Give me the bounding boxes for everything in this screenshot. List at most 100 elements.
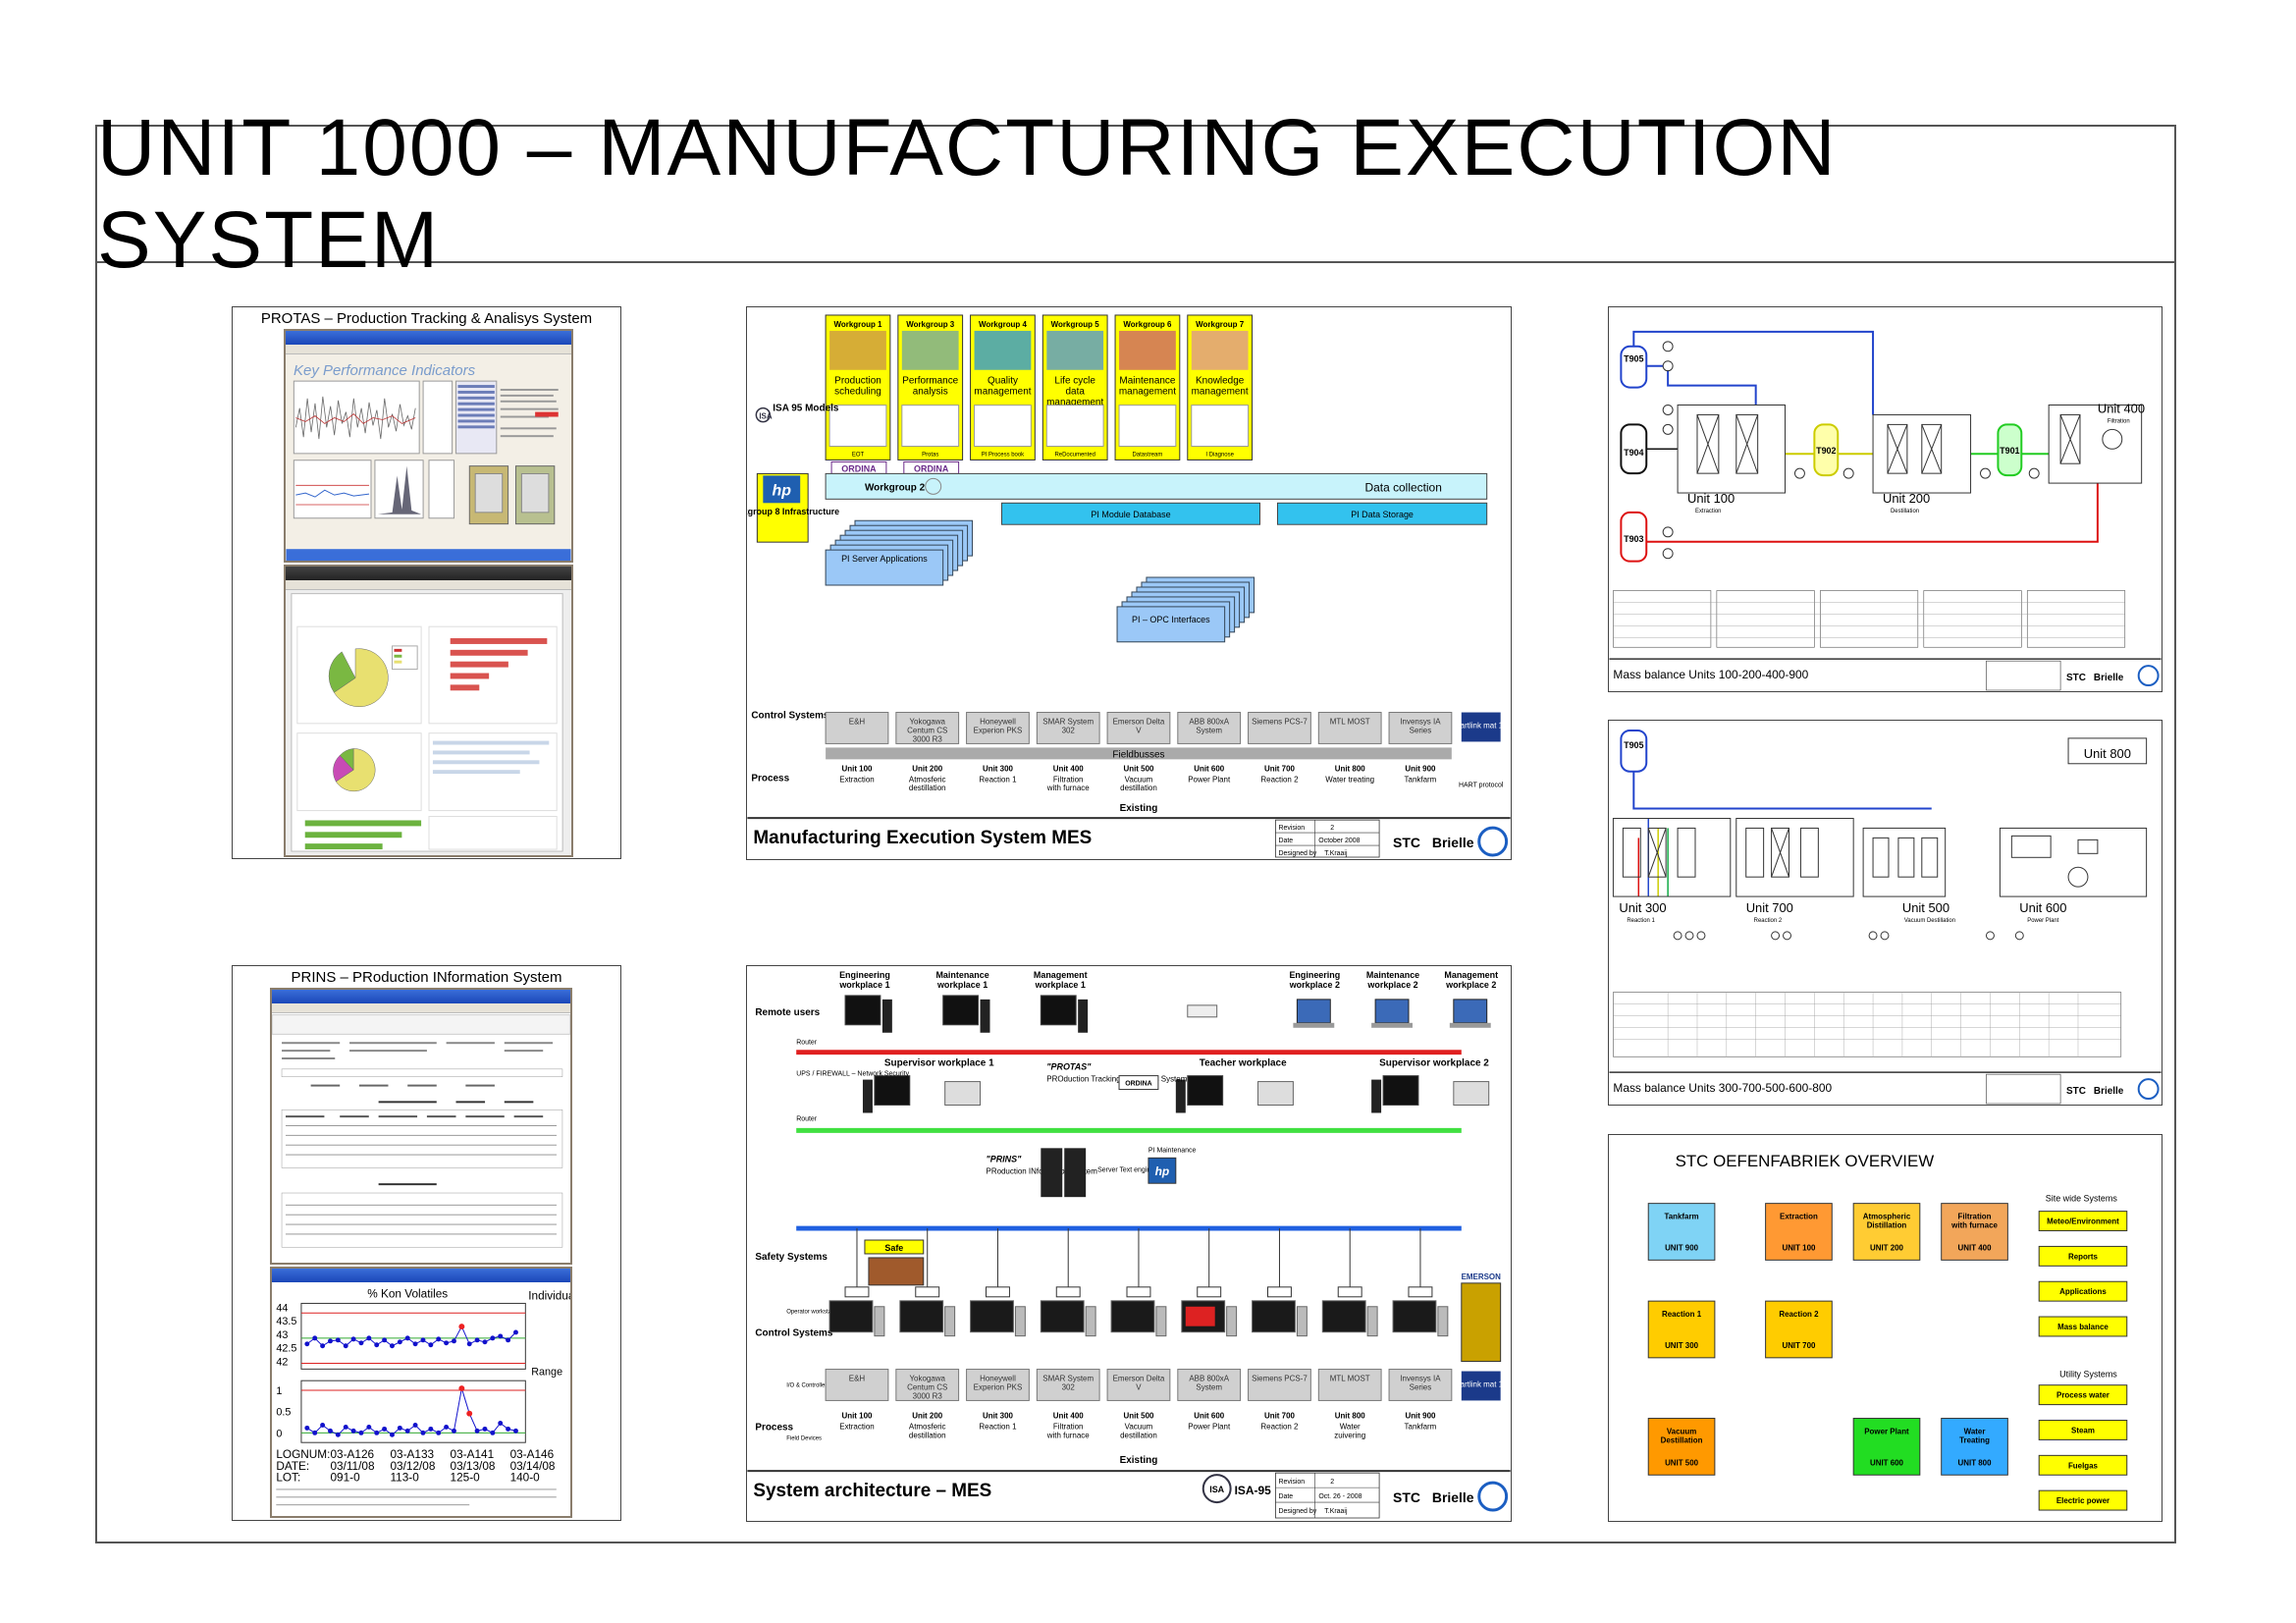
- mes-stc: STC: [1393, 835, 1420, 850]
- operator-monitor-icon: [1040, 1300, 1085, 1333]
- arch-stc: STC: [1393, 1489, 1420, 1505]
- prins-footer-value: 140-0: [510, 1471, 541, 1485]
- prins-y-label: 43: [276, 1329, 288, 1341]
- workgroup-sub: Datastream: [1133, 452, 1163, 458]
- pc-tower-icon: [1296, 1306, 1308, 1337]
- overview-unit-box: [1647, 1203, 1716, 1261]
- process-unit-desc: Reaction 2: [1260, 775, 1299, 784]
- title-bar: UNIT 1000 – MANUFACTURING EXECUTION SYST…: [97, 103, 2174, 285]
- control-system-box: [1388, 1369, 1453, 1401]
- mb2-brielle: Brielle: [2094, 1086, 2124, 1097]
- control-system-box: [1317, 712, 1382, 744]
- arch-isa95: ISA-95: [1235, 1484, 1272, 1497]
- isa-logo-icon: [1201, 1474, 1232, 1504]
- arch-io-label: I/O & Controllers: [786, 1382, 829, 1388]
- monitor-icon: [844, 995, 881, 1026]
- operator-monitor-icon: [899, 1300, 944, 1333]
- overview-unit-id: UNIT 400: [1958, 1243, 1993, 1252]
- workgroup-title: Workgroup 7: [1196, 320, 1245, 329]
- overview-side-items: Meteo/EnvironmentReportsApplicationsMass…: [2038, 1211, 2128, 1511]
- process-unit-desc: Power Plant: [1188, 1422, 1231, 1431]
- process-unit-name: Unit 400: [1053, 764, 1085, 773]
- process-unit-name: Unit 900: [1405, 1411, 1436, 1420]
- site-system-box[interactable]: [2038, 1211, 2128, 1232]
- process-unit-name: Unit 400: [1053, 1411, 1085, 1420]
- stc-logo-icon: [2137, 1078, 2160, 1101]
- meta-value: 2: [1330, 1479, 1334, 1486]
- utility-system-box[interactable]: [2038, 1384, 2128, 1406]
- control-system-box: [1248, 1369, 1311, 1401]
- utility-system-box[interactable]: [2038, 1489, 2128, 1511]
- control-system-label: E&H: [849, 1375, 866, 1383]
- printer-icon: [1453, 1081, 1490, 1106]
- process-unit-name: Unit 600: [1194, 764, 1225, 773]
- pc-tower-icon: [980, 999, 990, 1033]
- overview-title: STC OEFENFABRIEK OVERVIEW: [1676, 1152, 1935, 1170]
- arch-workstations: [862, 1075, 1490, 1113]
- workgroup-screenshot: [828, 405, 887, 447]
- arch-emerson: EMERSON: [1462, 1272, 1502, 1281]
- utility-system-label: Fuelgas: [2068, 1461, 2099, 1470]
- overview-unit-name: Extraction: [1780, 1213, 1818, 1221]
- mes-control-label: Control Systems: [751, 711, 829, 722]
- control-system-box: [1177, 712, 1242, 744]
- prins-caption: PRINS – PRoduction INformation System: [291, 969, 562, 986]
- mb1-stc: STC: [2066, 673, 2086, 683]
- opc-server-icon: [844, 1286, 870, 1298]
- site-system-box[interactable]: [2038, 1245, 2128, 1267]
- prins-y-label: 42.5: [276, 1343, 296, 1355]
- site-system-box[interactable]: [2038, 1280, 2128, 1302]
- meta-key: Revision: [1278, 825, 1305, 832]
- workgroup-screenshot: [1045, 405, 1104, 447]
- overview-unit-id: UNIT 600: [1870, 1458, 1904, 1467]
- workgroup-title: Workgroup 4: [979, 320, 1028, 329]
- protas-kpi-screenshot: Key Performance Indicators: [284, 329, 573, 563]
- arch-router-label: Router: [796, 1040, 818, 1047]
- process-unit-name: Unit 300: [983, 764, 1014, 773]
- operator-monitor-icon: [1321, 1300, 1366, 1333]
- control-system-box: [895, 1369, 960, 1401]
- pc-tower-icon: [1371, 1079, 1382, 1113]
- arch-existing: Existing: [1120, 1455, 1158, 1466]
- site-system-box[interactable]: [2038, 1316, 2128, 1337]
- pc-tower-icon: [1155, 1306, 1167, 1337]
- workgroup-sub: I Diagnose: [1205, 452, 1234, 458]
- process-unit-name: Unit 500: [1123, 1411, 1154, 1420]
- protas-panel: PROTAS – Production Tracking & Analisys …: [232, 306, 621, 859]
- pc-tower-icon: [874, 1306, 885, 1337]
- prins-y-label: 42: [276, 1356, 288, 1368]
- opc-server-icon: [1197, 1286, 1222, 1298]
- workgroup-screenshot: [1191, 405, 1250, 447]
- operator-monitor-icon: [1110, 1300, 1155, 1333]
- overview-unit-name: Reaction 1: [1662, 1310, 1702, 1319]
- utility-system-box[interactable]: [2038, 1420, 2128, 1440]
- arch-firewall: UPS / FIREWALL – Network Security: [796, 1071, 909, 1078]
- arch-control-label: Control Systems: [755, 1328, 833, 1339]
- laptop-icon: [1296, 999, 1331, 1024]
- process-unit-desc: Extraction: [839, 775, 874, 784]
- utility-system-box[interactable]: [2038, 1454, 2128, 1476]
- unit-name: Unit 500: [1902, 900, 1949, 915]
- poster-frame: UNIT 1000 – MANUFACTURING EXECUTION SYST…: [95, 103, 2176, 1543]
- arch-hartlink: Hartlink mat 16: [1455, 1380, 1508, 1388]
- mass-balance-2-diagram: T905 Unit 800 Unit 300 Reaction 1 Unit 7…: [1609, 729, 2162, 1105]
- overview-utility-label: Utility Systems: [2059, 1370, 2117, 1380]
- arch-brielle: Brielle: [1432, 1489, 1474, 1505]
- meta-key: Designed by: [1278, 1508, 1316, 1515]
- overview-unit-box: [1941, 1418, 2008, 1476]
- mb2-stc: STC: [2066, 1086, 2086, 1097]
- control-system-box: [895, 712, 960, 744]
- prins-footer-value: 113-0: [391, 1471, 420, 1485]
